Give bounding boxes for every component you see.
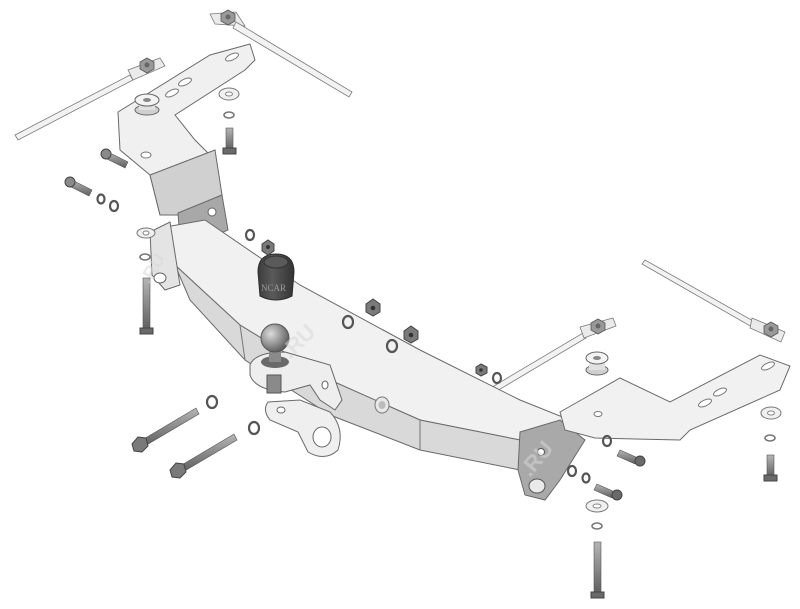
spring-washer <box>341 314 355 330</box>
tie-strap-top-center <box>209 9 353 98</box>
flat-washer-small <box>223 111 235 119</box>
crossbeam <box>159 219 571 471</box>
flat-washer-small <box>764 434 776 442</box>
left-end-plate <box>149 221 181 291</box>
right-bracket <box>559 354 791 441</box>
spring-washer <box>385 338 399 354</box>
spring-washer <box>244 228 256 242</box>
lock-nut <box>475 363 488 377</box>
short-bolt <box>100 148 129 169</box>
short-bolt <box>593 483 623 501</box>
flat-washer-small <box>139 253 151 261</box>
short-bolt <box>64 176 93 197</box>
flat-washer <box>218 87 240 101</box>
flat-washer <box>760 406 782 420</box>
short-bolt <box>763 454 778 482</box>
spring-washer <box>601 434 613 448</box>
tow-ball-cap: NCAR <box>257 253 295 301</box>
spacer-bushing-left <box>134 93 160 116</box>
long-bolt-4 <box>590 541 605 599</box>
slot <box>698 398 712 408</box>
tie-strap-top-left <box>14 57 166 141</box>
short-bolt <box>222 127 237 155</box>
flat-washer <box>585 499 609 513</box>
spring-washer <box>96 193 106 205</box>
slot <box>225 52 239 62</box>
long-bolt-2 <box>169 433 238 479</box>
lock-nut <box>365 298 381 317</box>
left-bracket <box>117 43 256 241</box>
socket-plate <box>264 399 341 457</box>
spring-washer <box>491 371 503 385</box>
slot <box>761 361 775 371</box>
spring-washer <box>566 464 578 478</box>
lock-nut <box>261 239 275 256</box>
slot <box>178 77 192 87</box>
tie-strap-far-right <box>641 259 786 343</box>
spring-washer <box>205 394 219 410</box>
flat-washer-small <box>591 522 603 530</box>
lock-nut <box>403 325 419 344</box>
long-bolt-1 <box>131 407 200 453</box>
long-bolt-3 <box>139 277 154 335</box>
cap-marking: NCAR <box>261 283 286 293</box>
tow-ball <box>260 323 290 368</box>
tie-strap-mid-right <box>471 317 617 405</box>
slot <box>713 387 727 397</box>
spring-washer <box>581 472 591 484</box>
spring-washer <box>108 199 120 213</box>
spacer-bushing-right <box>585 351 609 376</box>
slot <box>165 88 179 98</box>
short-bolt <box>616 449 646 467</box>
spring-washer <box>247 420 261 436</box>
flat-washer <box>136 227 156 239</box>
